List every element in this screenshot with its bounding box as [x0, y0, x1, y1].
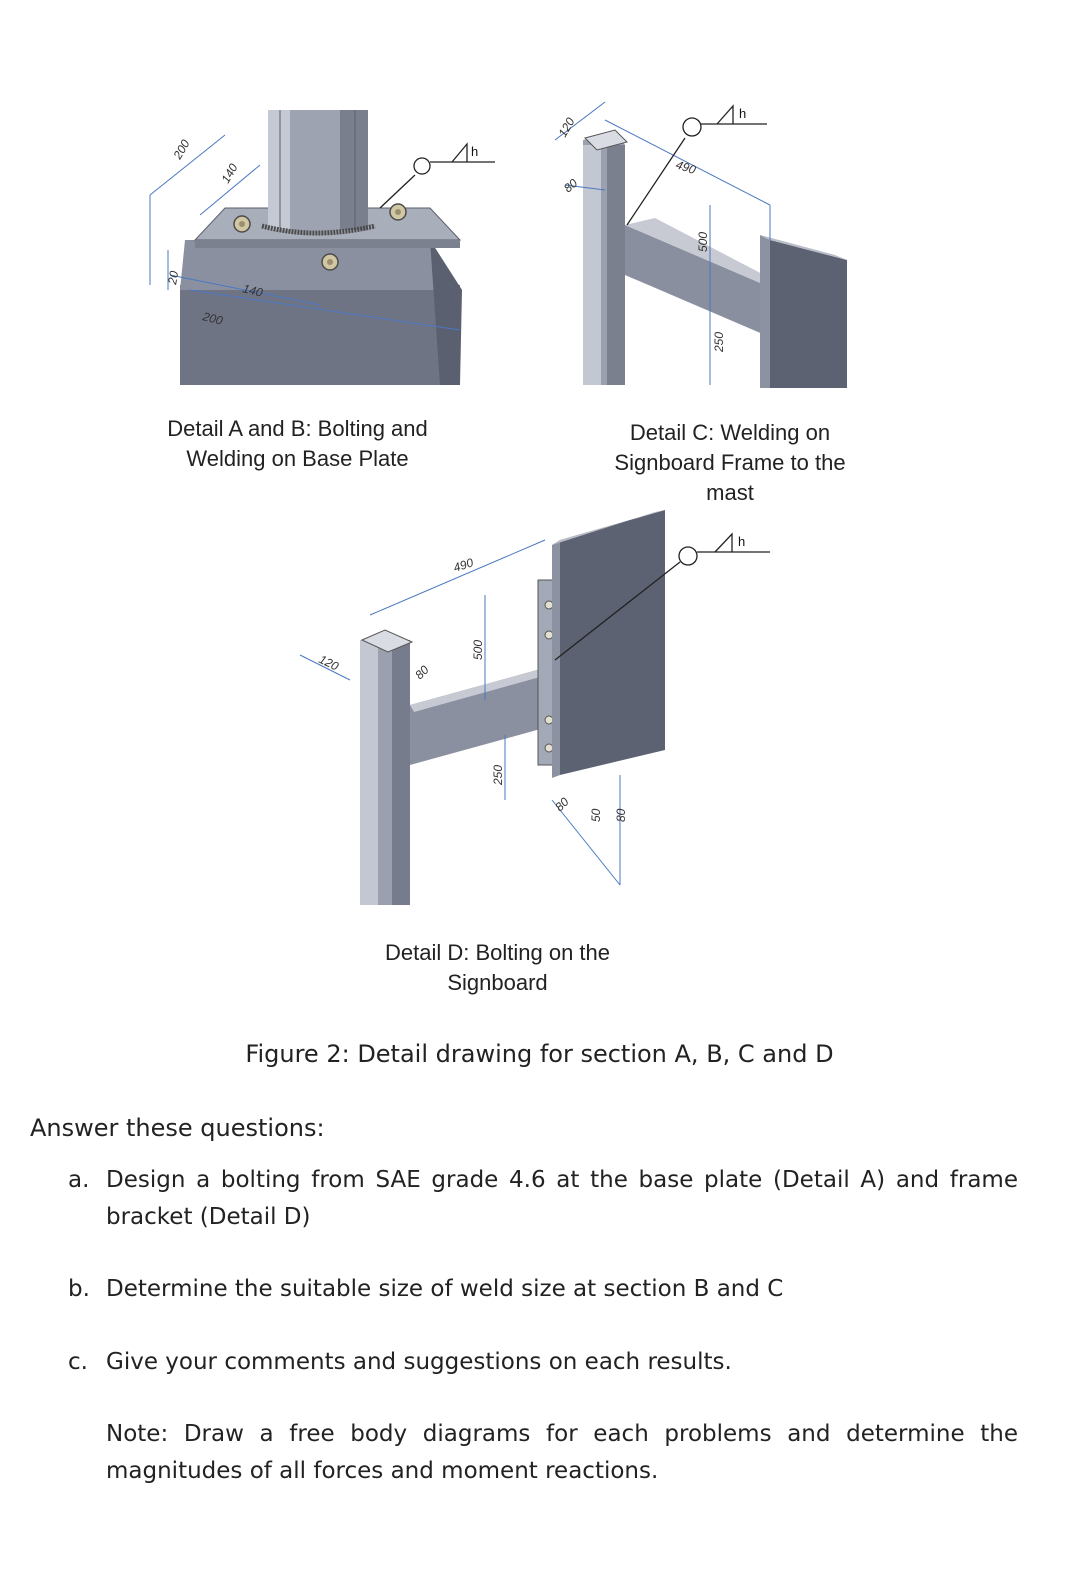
- dim-label: 200: [170, 137, 193, 162]
- question-text: Give your comments and suggestions on ea…: [106, 1349, 732, 1375]
- question-item: c. Give your comments and suggestions on…: [68, 1344, 1018, 1381]
- question-marker: c.: [68, 1349, 88, 1375]
- dim-label: 500: [471, 640, 485, 660]
- dim-label: 20: [165, 270, 181, 287]
- question-text: Design a bolting from SAE grade 4.6 at t…: [106, 1167, 1018, 1230]
- note-paragraph: Note: Draw a free body diagrams for each…: [106, 1421, 1018, 1484]
- detail-ab-caption: Detail A and B: Bolting and Welding on B…: [140, 414, 455, 474]
- dim-label: 80: [552, 795, 572, 815]
- dim-label: 500: [696, 232, 710, 252]
- dim-label: 140: [241, 281, 264, 300]
- dim-label: 140: [218, 161, 240, 186]
- detail-d-drawing: 490 120 80 500 250 80 50 80 h: [299, 510, 770, 905]
- dim-label: 120: [317, 652, 341, 674]
- weld-size-label: h: [471, 144, 478, 159]
- dim-label: 490: [674, 158, 698, 178]
- weld-symbol-icon: [554, 532, 770, 661]
- questions-intro: Answer these questions:: [30, 1114, 325, 1142]
- caption-line: Detail C: Welding on: [629, 420, 831, 445]
- dim-label: 50: [589, 808, 603, 822]
- weld-symbol-icon: [379, 142, 495, 209]
- question-item: a. Design a bolting from SAE grade 4.6 a…: [68, 1162, 1018, 1236]
- dim-label: 490: [452, 555, 476, 575]
- dim-label: 80: [412, 663, 432, 683]
- caption-line: Signboard: [447, 970, 548, 995]
- detail-c-caption: Detail C: Welding on Signboard Frame to …: [585, 418, 875, 508]
- dim-label: 250: [712, 332, 726, 353]
- detail-d-caption: Detail D: Bolting on the Signboard: [355, 938, 640, 998]
- dim-label: 250: [491, 765, 505, 786]
- dim-label: 200: [200, 309, 224, 328]
- dim-label: 80: [561, 176, 580, 196]
- question-marker: b.: [68, 1276, 90, 1302]
- caption-line: Detail D: Bolting on the: [384, 940, 611, 965]
- detail-ab-drawing: 200 140 20 140 200 h: [149, 110, 495, 385]
- detail-c-drawing: 120 80 490 500 250 h: [554, 101, 847, 388]
- dim-label: 120: [555, 115, 577, 140]
- question-item: b. Determine the suitable size of weld s…: [68, 1271, 1018, 1308]
- dim-label: 80: [614, 808, 628, 822]
- caption-line: Detail A and B: Bolting and: [167, 416, 428, 441]
- caption-line: Signboard Frame to the: [614, 450, 846, 475]
- weld-size-label: h: [739, 106, 746, 121]
- weld-size-label: h: [738, 534, 745, 549]
- caption-line: Welding on Base Plate: [186, 446, 409, 471]
- weld-symbol-icon: [626, 104, 767, 226]
- figure-caption: Figure 2: Detail drawing for section A, …: [245, 1040, 834, 1068]
- question-text: Determine the suitable size of weld size…: [106, 1276, 784, 1302]
- question-marker: a.: [68, 1167, 90, 1193]
- caption-line: mast: [706, 480, 754, 505]
